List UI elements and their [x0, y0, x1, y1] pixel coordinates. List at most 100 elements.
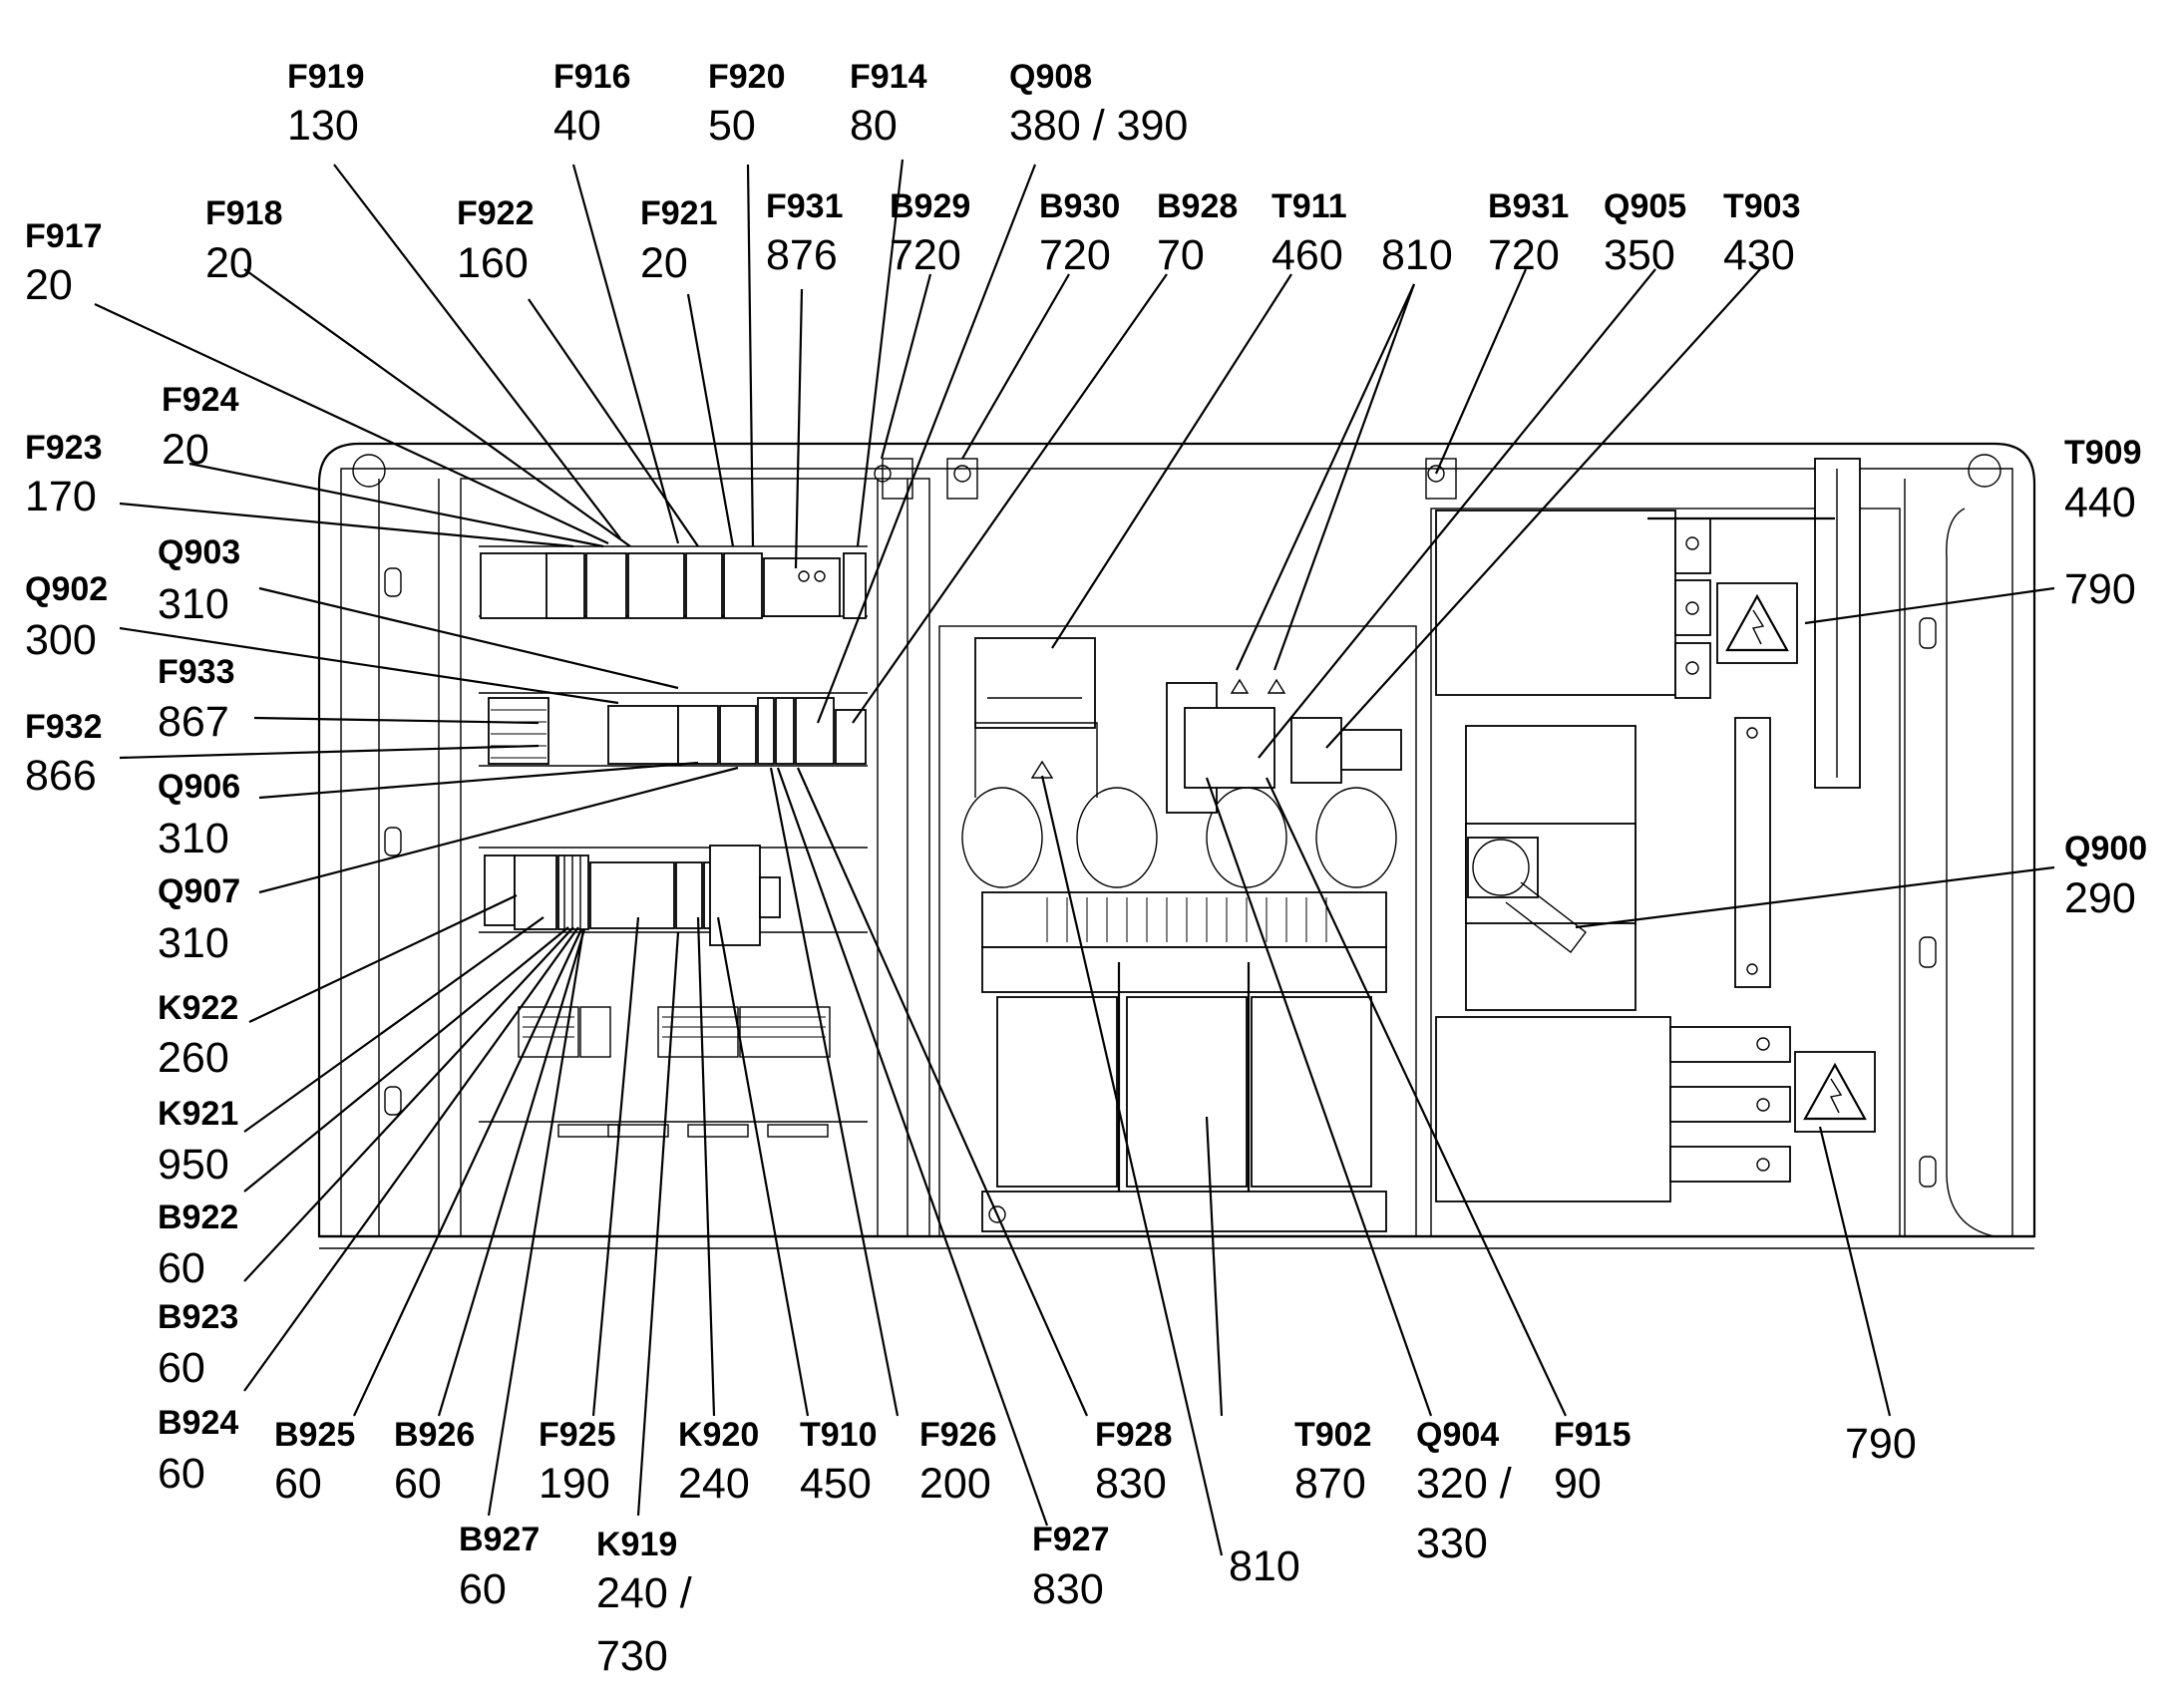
value-810-top: 810: [1381, 231, 1453, 279]
value-F919: 130: [287, 102, 359, 150]
value-F926: 200: [919, 1460, 991, 1508]
code-F917: F917: [25, 217, 103, 255]
value-K919-second: 730: [596, 1632, 668, 1680]
code-T909: T909: [2064, 434, 2142, 472]
value-K919: 240 /: [596, 1569, 692, 1617]
code-B926: B926: [394, 1416, 475, 1454]
code-F927: F927: [1032, 1521, 1110, 1558]
value-Q903: 310: [158, 580, 229, 628]
terminal-blocks: [479, 1006, 868, 1138]
value-Q904: 320 /: [1416, 1460, 1512, 1508]
code-F928: F928: [1095, 1416, 1173, 1454]
value-F933: 867: [158, 698, 229, 746]
value-T902: 870: [1294, 1460, 1366, 1508]
code-Q903: Q903: [158, 533, 240, 571]
value-F928: 830: [1095, 1460, 1167, 1508]
code-F918: F918: [205, 194, 283, 232]
code-B925: B925: [274, 1416, 355, 1454]
value-F917: 20: [25, 261, 73, 309]
value-B930: 720: [1039, 231, 1111, 279]
value-F925: 190: [539, 1460, 610, 1508]
code-Q902: Q902: [25, 570, 108, 608]
code-K922: K922: [158, 989, 238, 1027]
heatsink-fins: [1046, 897, 1327, 942]
value-B931: 720: [1488, 231, 1560, 279]
code-T902: T902: [1294, 1416, 1372, 1454]
code-Q900: Q900: [2064, 830, 2147, 867]
hazard-sign-upper: [1716, 582, 1798, 664]
code-B924: B924: [158, 1404, 238, 1442]
hazard-sign-lower: [1794, 1051, 1876, 1133]
code-T911: T911: [1272, 187, 1347, 225]
code-T910: T910: [800, 1416, 878, 1454]
code-K920: K920: [678, 1416, 759, 1454]
value-F915: 90: [1554, 1460, 1602, 1508]
code-F926: F926: [919, 1416, 997, 1454]
code-Q906: Q906: [158, 768, 240, 806]
value-B925: 60: [274, 1460, 322, 1508]
code-F919: F919: [287, 58, 365, 96]
code-F924: F924: [162, 381, 239, 419]
code-Q908: Q908: [1009, 58, 1092, 96]
value-B924: 60: [158, 1450, 205, 1498]
leader-lines: [94, 159, 2055, 1556]
value-F923: 170: [25, 473, 97, 520]
code-B922: B922: [158, 1198, 238, 1236]
value-Q904-second: 330: [1416, 1520, 1488, 1567]
code-F923: F923: [25, 429, 103, 467]
code-F933: F933: [158, 653, 235, 691]
value-F920: 50: [708, 102, 756, 150]
code-T903: T903: [1723, 187, 1801, 225]
code-F914: F914: [850, 58, 927, 96]
value-B922: 60: [158, 1244, 205, 1292]
value-B929: 720: [890, 231, 961, 279]
value-F932: 866: [25, 752, 97, 800]
code-Q907: Q907: [158, 872, 240, 910]
value-F927: 830: [1032, 1565, 1104, 1613]
code-F921: F921: [640, 194, 718, 232]
code-B923: B923: [158, 1298, 238, 1336]
code-F915: F915: [1554, 1416, 1632, 1454]
callout-labels: F919 130 F916 40 F920 50 F914 80 Q908 38…: [25, 58, 2147, 1680]
code-F922: F922: [457, 194, 535, 232]
value-T909: 440: [2064, 479, 2136, 526]
code-Q905: Q905: [1604, 187, 1686, 225]
value-Q907: 310: [158, 919, 229, 967]
value-F914: 80: [850, 102, 898, 150]
code-F920: F920: [708, 58, 786, 96]
code-B927: B927: [459, 1521, 540, 1558]
value-F924: 20: [162, 426, 209, 474]
value-Q905: 350: [1604, 231, 1675, 279]
code-F931: F931: [766, 187, 844, 225]
code-F932: F932: [25, 708, 103, 746]
code-F916: F916: [553, 58, 631, 96]
value-Q902: 300: [25, 616, 97, 664]
value-F922: 160: [457, 239, 529, 287]
value-790-right: 790: [2064, 565, 2136, 613]
code-B930: B930: [1039, 187, 1120, 225]
code-Q904: Q904: [1416, 1416, 1499, 1454]
value-Q900: 290: [2064, 874, 2136, 922]
value-K920: 240: [678, 1460, 750, 1508]
value-T911: 460: [1272, 231, 1343, 279]
value-T903: 430: [1723, 231, 1795, 279]
code-B929: B929: [890, 187, 970, 225]
left-mounting-plate: [460, 478, 930, 1237]
code-F925: F925: [539, 1416, 616, 1454]
value-F918: 20: [205, 239, 253, 287]
value-B927: 60: [459, 1565, 507, 1613]
value-B923: 60: [158, 1344, 205, 1392]
value-F921: 20: [640, 239, 688, 287]
code-K921: K921: [158, 1095, 238, 1133]
value-810-bottom: 810: [1229, 1542, 1300, 1590]
value-T910: 450: [800, 1460, 872, 1508]
code-K919: K919: [596, 1526, 677, 1563]
value-K921: 950: [158, 1141, 229, 1189]
value-Q906: 310: [158, 815, 229, 862]
code-B931: B931: [1488, 187, 1569, 225]
value-F931: 876: [766, 231, 838, 279]
code-B928: B928: [1157, 187, 1238, 225]
value-K922: 260: [158, 1034, 229, 1082]
right-mounting-plate: [1430, 458, 1901, 1237]
